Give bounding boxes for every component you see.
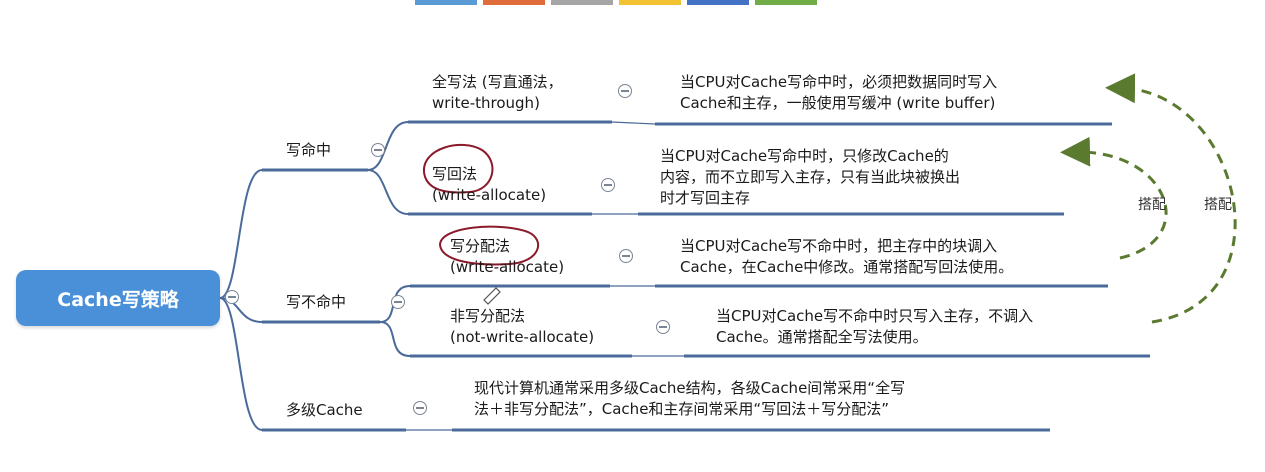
swatch-3 bbox=[551, 0, 613, 5]
write-through-node[interactable]: 全写法 (写直通法， write-through) bbox=[432, 72, 563, 114]
collapse-toggle-miss[interactable] bbox=[391, 295, 405, 309]
pairing-label-outer: 搭配 bbox=[1204, 197, 1232, 213]
swatch-4 bbox=[619, 0, 681, 5]
collapse-toggle-hit[interactable] bbox=[371, 143, 385, 157]
write-back-desc-line1: 当CPU对Cache写命中时，只修改Cache的 bbox=[660, 147, 949, 165]
write-allocate-desc-line2: Cache，在Cache中修改。通常搭配写回法使用。 bbox=[680, 258, 1014, 276]
not-write-allocate-desc[interactable]: 当CPU对Cache写不命中时只写入主存，不调入 Cache。通常搭配全写法使用… bbox=[716, 306, 1033, 348]
write-back-desc-line2: 内容，而不立即写入主存，只有当此块被换出 bbox=[660, 168, 961, 186]
swatch-1 bbox=[415, 0, 477, 5]
not-write-allocate-label-line2: (not-write-allocate) bbox=[450, 328, 595, 346]
multilevel-desc[interactable]: 现代计算机通常采用多级Cache结构，各级Cache间常采用“全写 法＋非写分配… bbox=[474, 378, 905, 420]
write-through-label-line2: write-through) bbox=[432, 94, 540, 112]
branch-hit-label[interactable]: 写命中 bbox=[286, 141, 332, 159]
branch-miss-label[interactable]: 写不命中 bbox=[286, 293, 347, 311]
write-allocate-desc[interactable]: 当CPU对Cache写不命中时，把主存中的块调入 Cache，在Cache中修改… bbox=[680, 236, 1013, 278]
write-back-label-line2: (write-allocate) bbox=[432, 186, 547, 204]
multilevel-desc-line1: 现代计算机通常采用多级Cache结构，各级Cache间常采用“全写 bbox=[474, 379, 906, 397]
write-back-label-line1: 写回法 bbox=[432, 165, 478, 183]
collapse-toggle-write-allocate[interactable] bbox=[619, 249, 633, 263]
collapse-toggle-multilevel[interactable] bbox=[413, 401, 427, 415]
write-allocate-node[interactable]: 写分配法 (write-allocate) bbox=[450, 236, 564, 278]
not-write-allocate-desc-line1: 当CPU对Cache写不命中时只写入主存，不调入 bbox=[716, 307, 1034, 325]
swatch-6 bbox=[755, 0, 817, 5]
multilevel-desc-line2: 法＋非写分配法”，Cache和主存间常采用“写回法＋写分配法” bbox=[474, 400, 889, 418]
pairing-label-inner: 搭配 bbox=[1138, 197, 1166, 213]
collapse-toggle-root[interactable] bbox=[225, 290, 239, 304]
not-write-allocate-node[interactable]: 非写分配法 (not-write-allocate) bbox=[450, 306, 594, 348]
root-label: Cache写策略 bbox=[57, 288, 179, 311]
swatch-2 bbox=[483, 0, 545, 5]
swatch-5 bbox=[687, 0, 749, 5]
branch-multilevel-label[interactable]: 多级Cache bbox=[286, 401, 363, 419]
collapse-toggle-write-through[interactable] bbox=[618, 84, 632, 98]
write-back-node[interactable]: 写回法 (write-allocate) bbox=[432, 164, 546, 206]
write-allocate-label-line1: 写分配法 bbox=[450, 237, 511, 255]
write-allocate-label-line2: (write-allocate) bbox=[450, 258, 565, 276]
collapse-toggle-not-write-allocate[interactable] bbox=[656, 320, 670, 334]
root-node[interactable]: Cache写策略 bbox=[16, 270, 220, 326]
write-through-desc-line2: Cache和主存，一般使用写缓冲 (write buffer) bbox=[680, 94, 996, 112]
write-through-desc-line1: 当CPU对Cache写命中时，必须把数据同时写入 bbox=[680, 73, 998, 91]
write-back-desc[interactable]: 当CPU对Cache写命中时，只修改Cache的 内容，而不立即写入主存，只有当… bbox=[660, 146, 960, 209]
write-back-desc-line3: 时才写回主存 bbox=[660, 189, 751, 207]
collapse-toggle-write-back[interactable] bbox=[601, 178, 615, 192]
write-allocate-desc-line1: 当CPU对Cache写不命中时，把主存中的块调入 bbox=[680, 237, 998, 255]
write-through-desc[interactable]: 当CPU对Cache写命中时，必须把数据同时写入 Cache和主存，一般使用写缓… bbox=[680, 72, 997, 114]
write-through-label-line1: 全写法 (写直通法， bbox=[432, 73, 563, 91]
not-write-allocate-desc-line2: Cache。通常搭配全写法使用。 bbox=[716, 328, 928, 346]
not-write-allocate-label-line1: 非写分配法 bbox=[450, 307, 526, 325]
